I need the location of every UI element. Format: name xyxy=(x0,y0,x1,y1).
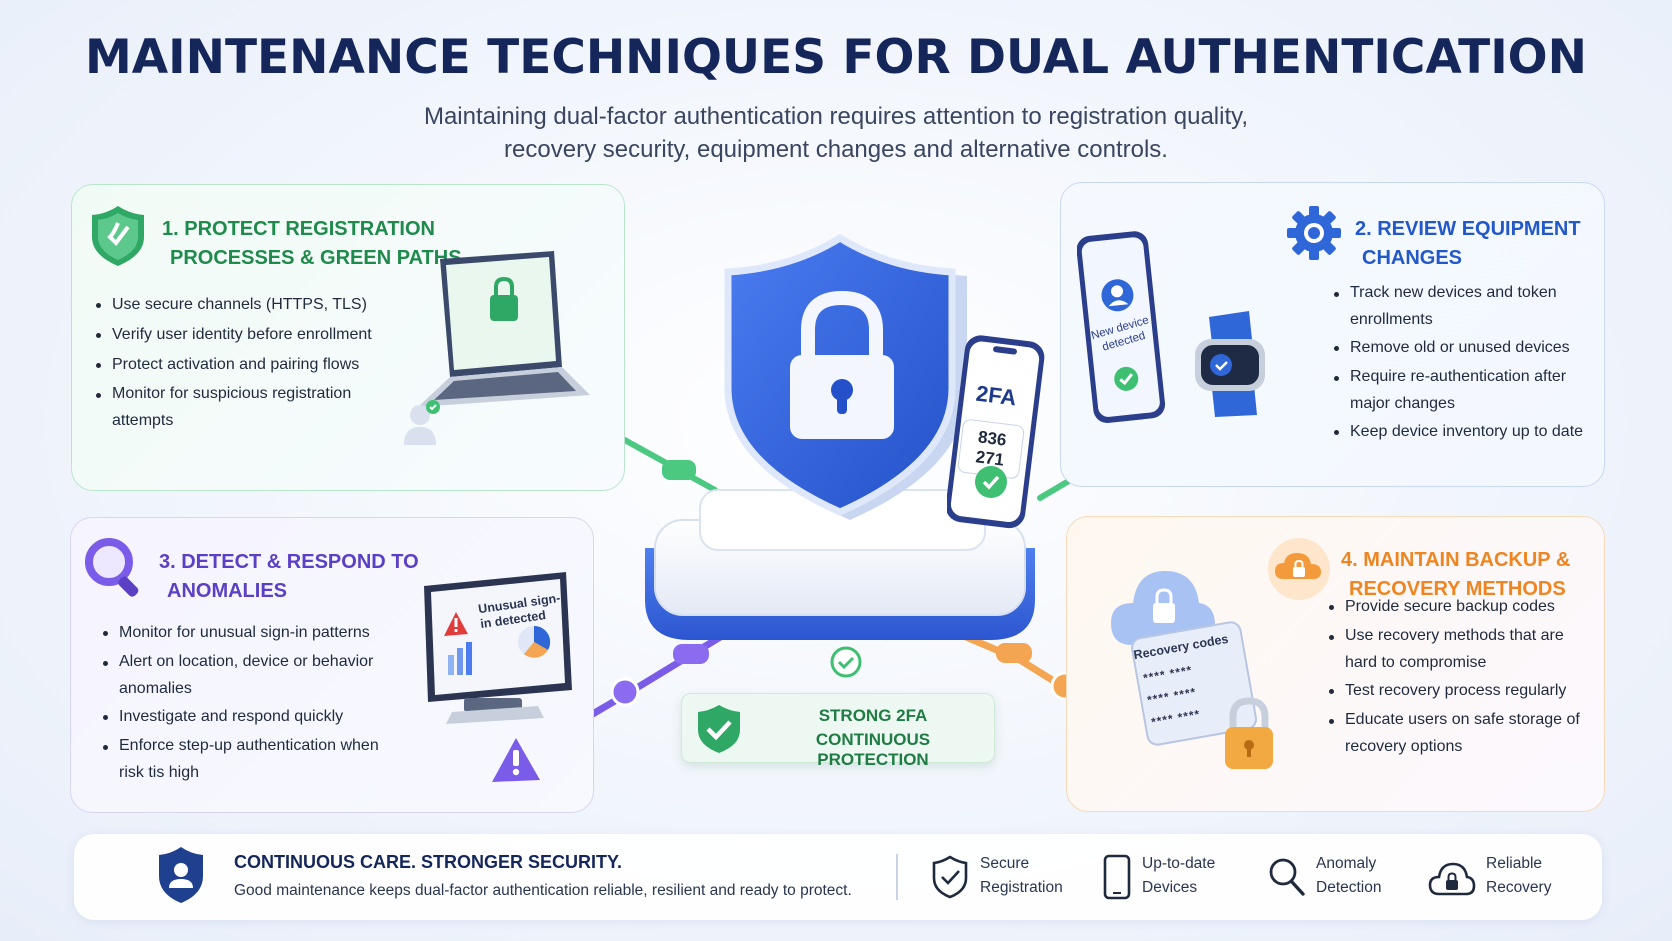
padlock-icon xyxy=(1225,697,1273,769)
laptop-lock-icon xyxy=(418,251,590,407)
feature-label-line-2: Detection xyxy=(1316,879,1382,896)
magnifier-icon xyxy=(85,538,139,597)
hub-label-line-2: CONTINUOUS PROTECTION xyxy=(815,730,931,769)
feature-secure-registration: Secure Registration xyxy=(930,852,1080,902)
card-3-title-line-2: ANOMALIES xyxy=(167,580,287,602)
card-4-title-line-1: 4. MAINTAIN BACKUP & xyxy=(1341,549,1571,571)
subtitle-line-1: Maintaining dual-factor authentication r… xyxy=(423,103,1249,130)
recovery-codes-card xyxy=(1131,621,1258,746)
bullet-item: Track new devices and token enrollments xyxy=(1332,279,1594,333)
card-1-title: 1. PROTECT REGISTRATION PROCESSES & GREE… xyxy=(162,215,462,273)
card-4-title: 4. MAINTAIN BACKUP & RECOVERY METHODS xyxy=(1341,546,1570,604)
hub-label: STRONG 2FA CONTINUOUS PROTECTION xyxy=(681,693,995,769)
footer-divider xyxy=(896,854,898,900)
card-3-title: 3. DETECT & RESPOND TO ANOMALIES xyxy=(159,548,419,606)
feature-label-line-1: Reliable xyxy=(1486,855,1543,872)
shield-lock-icon xyxy=(724,233,967,520)
card-2-title-line-1: 2. REVIEW EQUIPMENT xyxy=(1355,218,1581,240)
shield-check-icon xyxy=(932,855,968,899)
bullet-item: Require re-authentication after major ch… xyxy=(1332,363,1594,417)
bullet-item: Investigate and respond quickly xyxy=(101,702,401,732)
card-3-title-line-1: 3. DETECT & RESPOND TO xyxy=(159,551,419,573)
bullet-item: Remove old or unused devices xyxy=(1332,333,1594,363)
card-4-bullets: Provide secure backup codes Use recovery… xyxy=(1327,592,1597,760)
cloud-backup-icon xyxy=(1111,571,1215,645)
footer-text: Good maintenance keeps dual-factor authe… xyxy=(234,882,852,899)
bullet-item: Enforce step-up authentication when risk… xyxy=(101,732,401,786)
smartwatch-icon xyxy=(1195,311,1265,417)
bullet-item: Verify user identity before enrollment xyxy=(94,320,394,350)
feature-reliable-recovery: Reliable Recovery xyxy=(1428,852,1568,902)
card-1-bullets: Use secure channels (HTTPS, TLS) Verify … xyxy=(94,290,394,434)
card-1-title-line-2: PROCESSES & GREEN PATHS xyxy=(170,247,462,269)
feature-label-line-2: Registration xyxy=(980,879,1063,896)
feature-label-line-1: Up-to-date xyxy=(1142,855,1216,872)
card-2-title-line-2: CHANGES xyxy=(1362,247,1463,269)
cloud-lock-icon xyxy=(1268,538,1330,600)
hub-shield-check-icon xyxy=(698,705,740,753)
bullet-item: Protect activation and pairing flows xyxy=(94,350,394,380)
shield-user-icon xyxy=(159,847,203,903)
bullet-item: Monitor for suspicious registration atte… xyxy=(94,380,394,434)
card-review-equipment: 2. REVIEW EQUIPMENT CHANGES Track new de… xyxy=(1060,182,1605,487)
bullet-item: Alert on location, device or behavior an… xyxy=(101,648,401,702)
bullet-item: Keep device inventory up to date xyxy=(1332,417,1594,447)
hub-platform xyxy=(645,489,1035,640)
bullet-item: Use recovery methods that are hard to co… xyxy=(1327,622,1597,676)
card-2-bullets: Track new devices and token enrollments … xyxy=(1332,279,1594,447)
feature-up-to-date-devices: Up-to-date Devices xyxy=(1102,852,1232,902)
gear-icon xyxy=(1287,206,1341,260)
feature-label-line-1: Secure xyxy=(980,855,1030,872)
subtitle-line-2: recovery security, equipment changes and… xyxy=(504,136,1168,163)
page-title: MAINTENANCE TECHNIQUES FOR DUAL AUTHENTI… xyxy=(85,30,1587,85)
footer-title: CONTINUOUS CARE. STRONGER SECURITY. xyxy=(234,852,623,872)
shield-check-icon xyxy=(92,206,144,266)
hub-phone-label: 2FA xyxy=(974,380,1018,411)
card-protect-registration: 1. PROTECT REGISTRATION PROCESSES & GREE… xyxy=(71,184,625,491)
feature-label-line-1: Anomaly xyxy=(1316,855,1377,872)
hub-phone-check-icon xyxy=(975,466,1007,498)
bullet-item: Educate users on safe storage of recover… xyxy=(1327,706,1597,760)
smartphone-icon xyxy=(1077,231,1166,423)
bullet-item: Test recovery process regularly xyxy=(1327,676,1597,706)
magnifier-icon xyxy=(1269,858,1305,896)
card-detect-anomalies: 3. DETECT & RESPOND TO ANOMALIES Monitor… xyxy=(70,517,594,813)
bullet-item: Monitor for unusual sign-in patterns xyxy=(101,618,401,648)
phone-icon xyxy=(1103,854,1131,900)
cloud-lock-icon xyxy=(1428,862,1476,896)
card-1-title-line-1: 1. PROTECT REGISTRATION xyxy=(162,218,435,240)
card-2-title: 2. REVIEW EQUIPMENT CHANGES xyxy=(1355,215,1581,273)
card-backup-recovery: 4. MAINTAIN BACKUP & RECOVERY METHODS Pr… xyxy=(1066,516,1605,812)
footer-bar: CONTINUOUS CARE. STRONGER SECURITY. Good… xyxy=(74,834,1602,920)
user-avatar-icon xyxy=(404,400,440,445)
hub-check-node xyxy=(830,646,862,678)
feature-label-line-2: Recovery xyxy=(1486,879,1552,896)
page-subtitle: Maintaining dual-factor authentication r… xyxy=(336,100,1336,166)
monitor-alert-icon xyxy=(424,572,572,782)
card-4-title-line-2: RECOVERY METHODS xyxy=(1349,578,1566,600)
feature-anomaly-detection: Anomaly Detection xyxy=(1268,852,1398,902)
card-3-bullets: Monitor for unusual sign-in patterns Ale… xyxy=(101,618,401,786)
hub-label-line-1: STRONG 2FA xyxy=(818,706,928,725)
bullet-item: Provide secure backup codes xyxy=(1327,592,1597,622)
feature-label-line-2: Devices xyxy=(1142,879,1198,896)
bullet-item: Use secure channels (HTTPS, TLS) xyxy=(94,290,394,320)
